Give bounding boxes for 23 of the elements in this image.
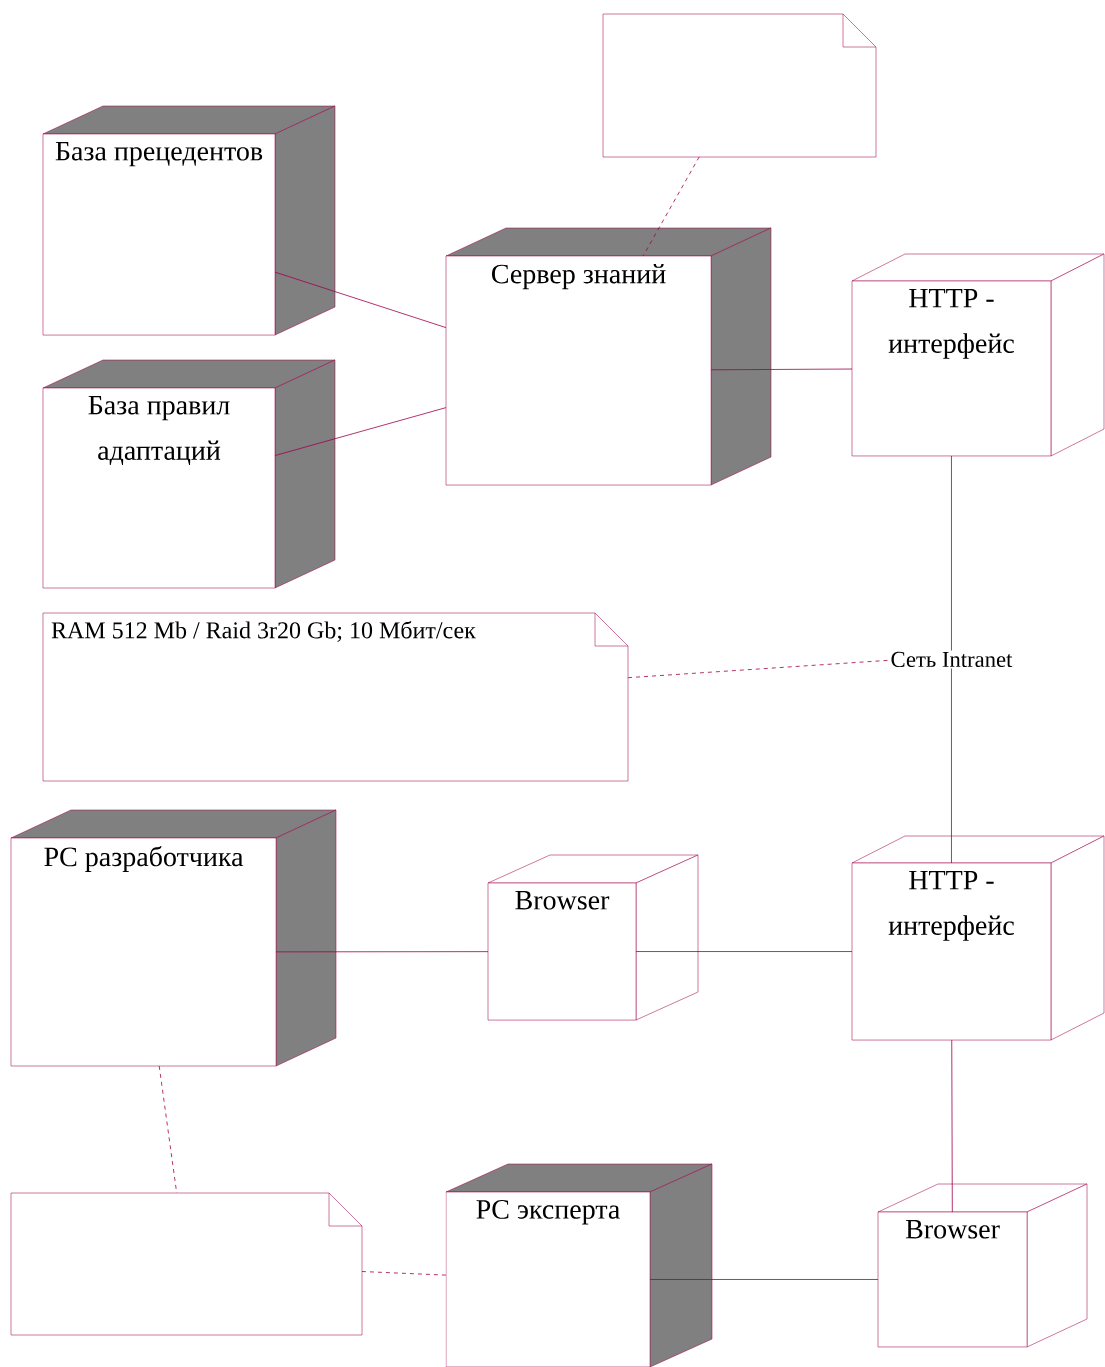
node-cube: База правил адаптаций: [42, 359, 336, 589]
node-cube: Browser: [487, 854, 699, 1021]
connector-line: [635, 951, 853, 952]
connector-line: [951, 455, 952, 864]
connector-line: [274, 407, 447, 456]
node-cube: HTTP - интерфейс: [851, 835, 1105, 1041]
connector-line: [951, 1039, 953, 1213]
edge-label: Сеть Intranet: [889, 650, 1014, 669]
connector-line: [274, 271, 447, 329]
connector-line: [275, 951, 489, 953]
node-cube: Browser: [877, 1183, 1088, 1348]
node-cube: Сервер знаний: [445, 227, 772, 486]
note-box: [602, 13, 877, 158]
connector-line: [710, 368, 853, 371]
connector-line: [649, 1279, 879, 1280]
node-cube: HTTP - интерфейс: [851, 253, 1105, 457]
leader-line: [158, 1065, 178, 1194]
note-box: RAM 512 Mb / Raid 3r20 Gb; 10 Мбит/сек: [42, 612, 629, 782]
node-cube: PC разработчика: [10, 809, 337, 1067]
note-box: [10, 1192, 363, 1336]
node-cube: PC эксперта: [445, 1163, 713, 1367]
leader-line: [361, 1271, 447, 1276]
node-cube: База прецедентов: [42, 105, 336, 336]
